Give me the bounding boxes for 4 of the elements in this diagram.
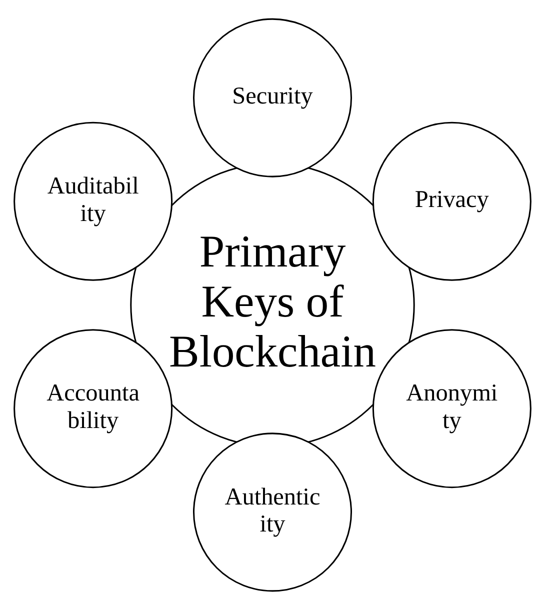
node-circle: Auditabil ity — [14, 122, 173, 281]
node-circle: Privacy — [372, 122, 532, 281]
node-circle: Authentic ity — [192, 432, 352, 592]
node-circle: Security — [192, 18, 352, 178]
